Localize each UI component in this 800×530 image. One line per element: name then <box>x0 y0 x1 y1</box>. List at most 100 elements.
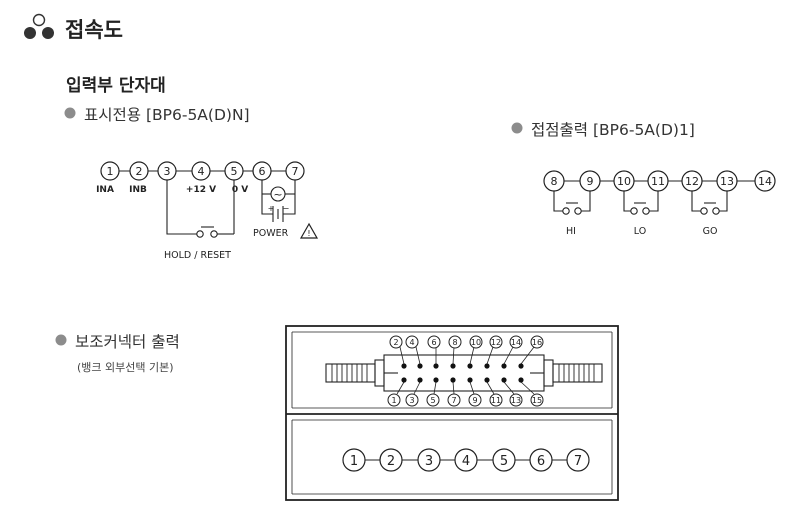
svg-text:2: 2 <box>136 165 143 178</box>
aux-connector-note: (뱅크 외부선택 기본) <box>77 361 174 374</box>
terminal-12: 12 <box>681 170 703 192</box>
hold-reset-label: HOLD / RESET <box>164 250 231 261</box>
svg-text:15: 15 <box>532 396 542 405</box>
svg-text:11: 11 <box>651 175 665 188</box>
aux-bottom-pin-row: 1 3 5 7 9 11 13 15 <box>387 377 544 407</box>
aux-connector-label: 보조커넥터 출력 <box>75 333 180 351</box>
svg-text:12: 12 <box>491 338 501 347</box>
contact-lo-icon <box>630 207 638 215</box>
terminal-10: 10 <box>613 170 635 192</box>
pin-5: 5 <box>426 377 440 407</box>
svg-text:12: 12 <box>685 175 699 188</box>
aux-terminal-7: 7 <box>566 448 590 472</box>
aux-terminal-4: 4 <box>454 448 478 472</box>
terminal-5: 5 <box>224 161 244 181</box>
warning-icon: ! <box>299 222 319 239</box>
pin-14: 14 <box>501 335 523 369</box>
terminal-1: 1 <box>100 161 120 181</box>
terminal-8: 8 <box>543 170 565 192</box>
svg-text:5: 5 <box>500 454 508 469</box>
contact-lo-icon <box>642 207 650 215</box>
svg-text:1: 1 <box>391 396 396 405</box>
svg-text:2: 2 <box>387 454 395 469</box>
terminal-label-0v: 0 V <box>232 185 248 195</box>
aux-top-pin-row: 2 4 6 8 10 12 14 16 <box>389 335 544 369</box>
contact-go-icon <box>700 207 708 215</box>
svg-text:7: 7 <box>451 396 456 405</box>
section-heading: 입력부 단자대 <box>66 76 166 96</box>
pin-7: 7 <box>447 377 461 407</box>
pin-3: 3 <box>405 377 423 407</box>
pin-11: 11 <box>484 377 503 407</box>
svg-text:2: 2 <box>393 338 398 347</box>
power-minus-sign: − <box>283 204 290 213</box>
aux-terminal-5: 5 <box>492 448 516 472</box>
contact-terminal-row: 8 9 10 11 12 13 14 <box>543 170 776 192</box>
bullet-icon <box>64 107 76 119</box>
svg-text:4: 4 <box>198 165 205 178</box>
pin-6: 6 <box>427 335 441 369</box>
aux-terminal-6: 6 <box>529 448 553 472</box>
pin-12: 12 <box>484 335 503 369</box>
terminal-3: 3 <box>157 161 177 181</box>
svg-text:6: 6 <box>537 454 545 469</box>
terminal-label-ina: INA <box>96 185 114 195</box>
contact-output-label: 접점출력 [BP6-5A(D)1] <box>531 121 695 139</box>
svg-text:14: 14 <box>511 338 521 347</box>
pin-9: 9 <box>467 377 482 407</box>
bullet-icon <box>55 334 67 346</box>
ac-source-symbol: ~ <box>273 188 282 201</box>
svg-text:3: 3 <box>409 396 414 405</box>
svg-text:4: 4 <box>462 454 470 469</box>
svg-text:8: 8 <box>551 175 558 188</box>
svg-text:!: ! <box>307 229 310 238</box>
bullet-icon <box>511 122 523 134</box>
pin-8: 8 <box>448 335 462 369</box>
svg-text:10: 10 <box>471 338 481 347</box>
terminal-label-12v: +12 V <box>186 185 216 195</box>
svg-text:16: 16 <box>532 338 542 347</box>
title-dots-icon <box>24 13 54 39</box>
svg-text:6: 6 <box>259 165 266 178</box>
contact-hi-icon <box>574 207 582 215</box>
svg-text:4: 4 <box>409 338 414 347</box>
contact-label-hi: HI <box>566 226 576 237</box>
aux-terminal-row: 1 2 3 4 5 6 7 <box>342 448 590 472</box>
terminal-11: 11 <box>647 170 669 192</box>
switch-contact-icon <box>210 230 218 238</box>
page-title: 접속도 <box>65 18 123 42</box>
svg-text:11: 11 <box>491 396 501 405</box>
contact-go-icon <box>712 207 720 215</box>
pin-10: 10 <box>467 335 483 369</box>
pin-16: 16 <box>518 335 544 369</box>
aux-terminal-2: 2 <box>379 448 403 472</box>
terminal-label-inb: INB <box>129 185 147 195</box>
terminal-9: 9 <box>579 170 601 192</box>
svg-text:9: 9 <box>472 396 477 405</box>
svg-text:5: 5 <box>430 396 435 405</box>
pin-4: 4 <box>405 335 423 369</box>
terminal-6: 6 <box>252 161 272 181</box>
svg-text:3: 3 <box>425 454 433 469</box>
svg-text:14: 14 <box>758 175 772 188</box>
svg-text:10: 10 <box>617 175 631 188</box>
contact-hi-icon <box>562 207 570 215</box>
svg-text:1: 1 <box>350 454 358 469</box>
svg-text:13: 13 <box>720 175 734 188</box>
power-plus-sign: + <box>268 204 275 213</box>
pin-2: 2 <box>389 335 407 369</box>
contact-label-go: GO <box>703 226 718 237</box>
terminal-4: 4 <box>191 161 211 181</box>
display-only-label: 표시전용 [BP6-5A(D)N] <box>84 106 250 124</box>
svg-text:1: 1 <box>107 165 114 178</box>
contact-label-lo: LO <box>634 226 646 237</box>
terminal-2: 2 <box>129 161 149 181</box>
svg-text:7: 7 <box>292 165 299 178</box>
svg-text:5: 5 <box>231 165 238 178</box>
aux-terminal-3: 3 <box>417 448 441 472</box>
terminal-14: 14 <box>754 170 776 192</box>
svg-text:7: 7 <box>574 454 582 469</box>
svg-text:6: 6 <box>431 338 436 347</box>
terminal-7: 7 <box>285 161 305 181</box>
